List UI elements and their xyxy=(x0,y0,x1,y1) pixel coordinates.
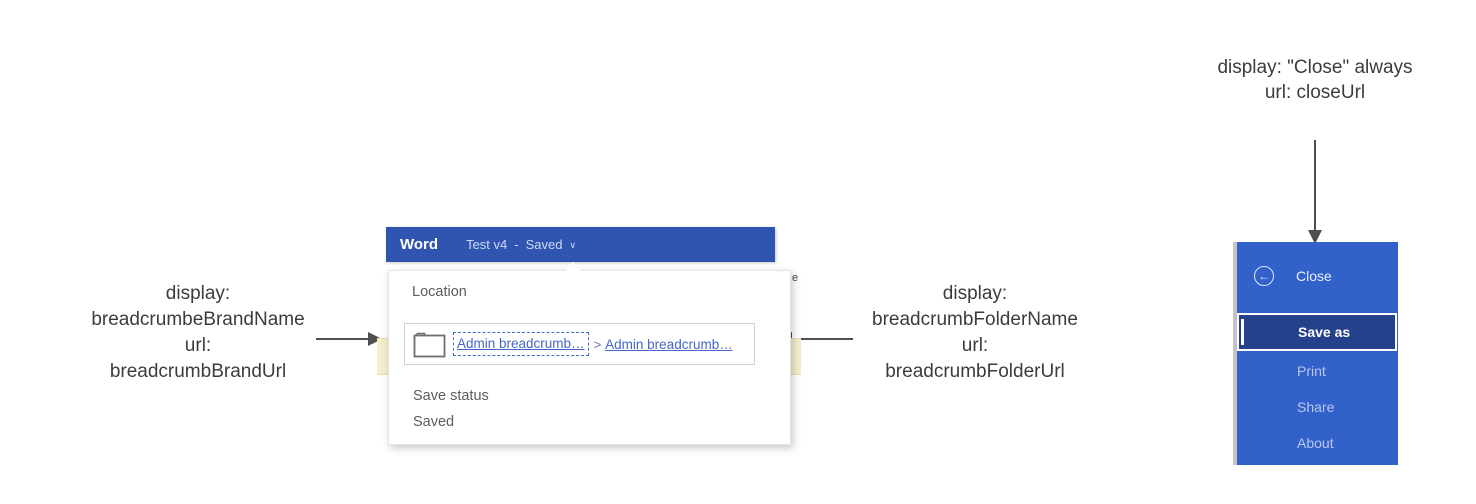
menu-item-label: Share xyxy=(1297,399,1335,415)
folder-icon xyxy=(413,332,446,357)
document-title: Test v4 xyxy=(466,237,508,252)
document-info-popup: Location Admin breadcrumb… > Admin bread… xyxy=(388,270,791,445)
location-label: Location xyxy=(412,284,467,300)
save-state-text: Saved xyxy=(525,237,563,252)
menu-item-close[interactable]: ← Close xyxy=(1237,256,1398,296)
annotation-line: display: xyxy=(942,283,1008,304)
annotation-line: breadcrumbeBrandName xyxy=(91,309,305,330)
breadcrumb-separator-icon: > xyxy=(593,336,602,352)
annotation-line: url: xyxy=(961,335,989,356)
document-title-dropdown[interactable]: Test v4 - Saved ∨ xyxy=(466,237,576,252)
annotation-breadcrumb-folder: display: breadcrumbFolderName url: bread… xyxy=(813,281,1137,385)
menu-item-label: About xyxy=(1297,435,1334,451)
breadcrumb-folder-link[interactable]: Admin breadcrumb… xyxy=(605,336,733,352)
breadcrumb-container: Admin breadcrumb… > Admin breadcrumb… xyxy=(404,323,755,365)
menu-left-edge xyxy=(1233,242,1237,465)
menu-item-label: Print xyxy=(1297,363,1326,379)
arrow-line xyxy=(316,338,369,340)
annotation-line: breadcrumbFolderUrl xyxy=(885,361,1065,382)
menu-item-label: Save as xyxy=(1298,324,1351,340)
annotation-line: breadcrumbFolderName xyxy=(872,309,1078,330)
menu-item-share[interactable]: Share xyxy=(1237,389,1398,425)
file-menu-panel: ← Close Save as Print Share About xyxy=(1237,242,1398,465)
menu-item-save-as[interactable]: Save as xyxy=(1237,313,1397,351)
word-title-bar: Word Test v4 - Saved ∨ xyxy=(386,227,775,262)
menu-item-about[interactable]: About xyxy=(1237,425,1398,461)
background-text-fragment: e xyxy=(792,272,799,284)
annotation-line: display: "Close" always xyxy=(1217,57,1413,78)
annotation-close-button: display: "Close" always url: closeUrl xyxy=(1180,55,1450,105)
save-status-label: Save status xyxy=(413,388,489,404)
menu-item-label: Close xyxy=(1296,268,1332,284)
annotation-line: url: xyxy=(184,335,212,356)
arrow-line xyxy=(791,338,853,340)
breadcrumb-brand-link[interactable]: Admin breadcrumb… xyxy=(457,336,585,351)
popup-caret xyxy=(564,262,582,272)
selection-indicator xyxy=(1241,319,1244,345)
annotation-line: display: xyxy=(165,283,231,304)
back-arrow-icon: ← xyxy=(1254,266,1274,286)
arrow-head-down-icon xyxy=(1308,230,1322,244)
save-status-value: Saved xyxy=(413,414,455,430)
title-dash: - xyxy=(514,237,519,252)
annotation-breadcrumb-brand: display: breadcrumbeBrandName url: bread… xyxy=(36,281,360,385)
annotation-line: url: closeUrl xyxy=(1264,82,1366,103)
annotation-line: breadcrumbBrandUrl xyxy=(109,361,287,382)
chevron-down-icon: ∨ xyxy=(569,240,577,250)
menu-item-print[interactable]: Print xyxy=(1237,353,1398,389)
arrow-line xyxy=(1314,140,1316,232)
word-app-name[interactable]: Word xyxy=(400,236,439,253)
breadcrumb-brand-focus-ring: Admin breadcrumb… xyxy=(453,332,589,356)
